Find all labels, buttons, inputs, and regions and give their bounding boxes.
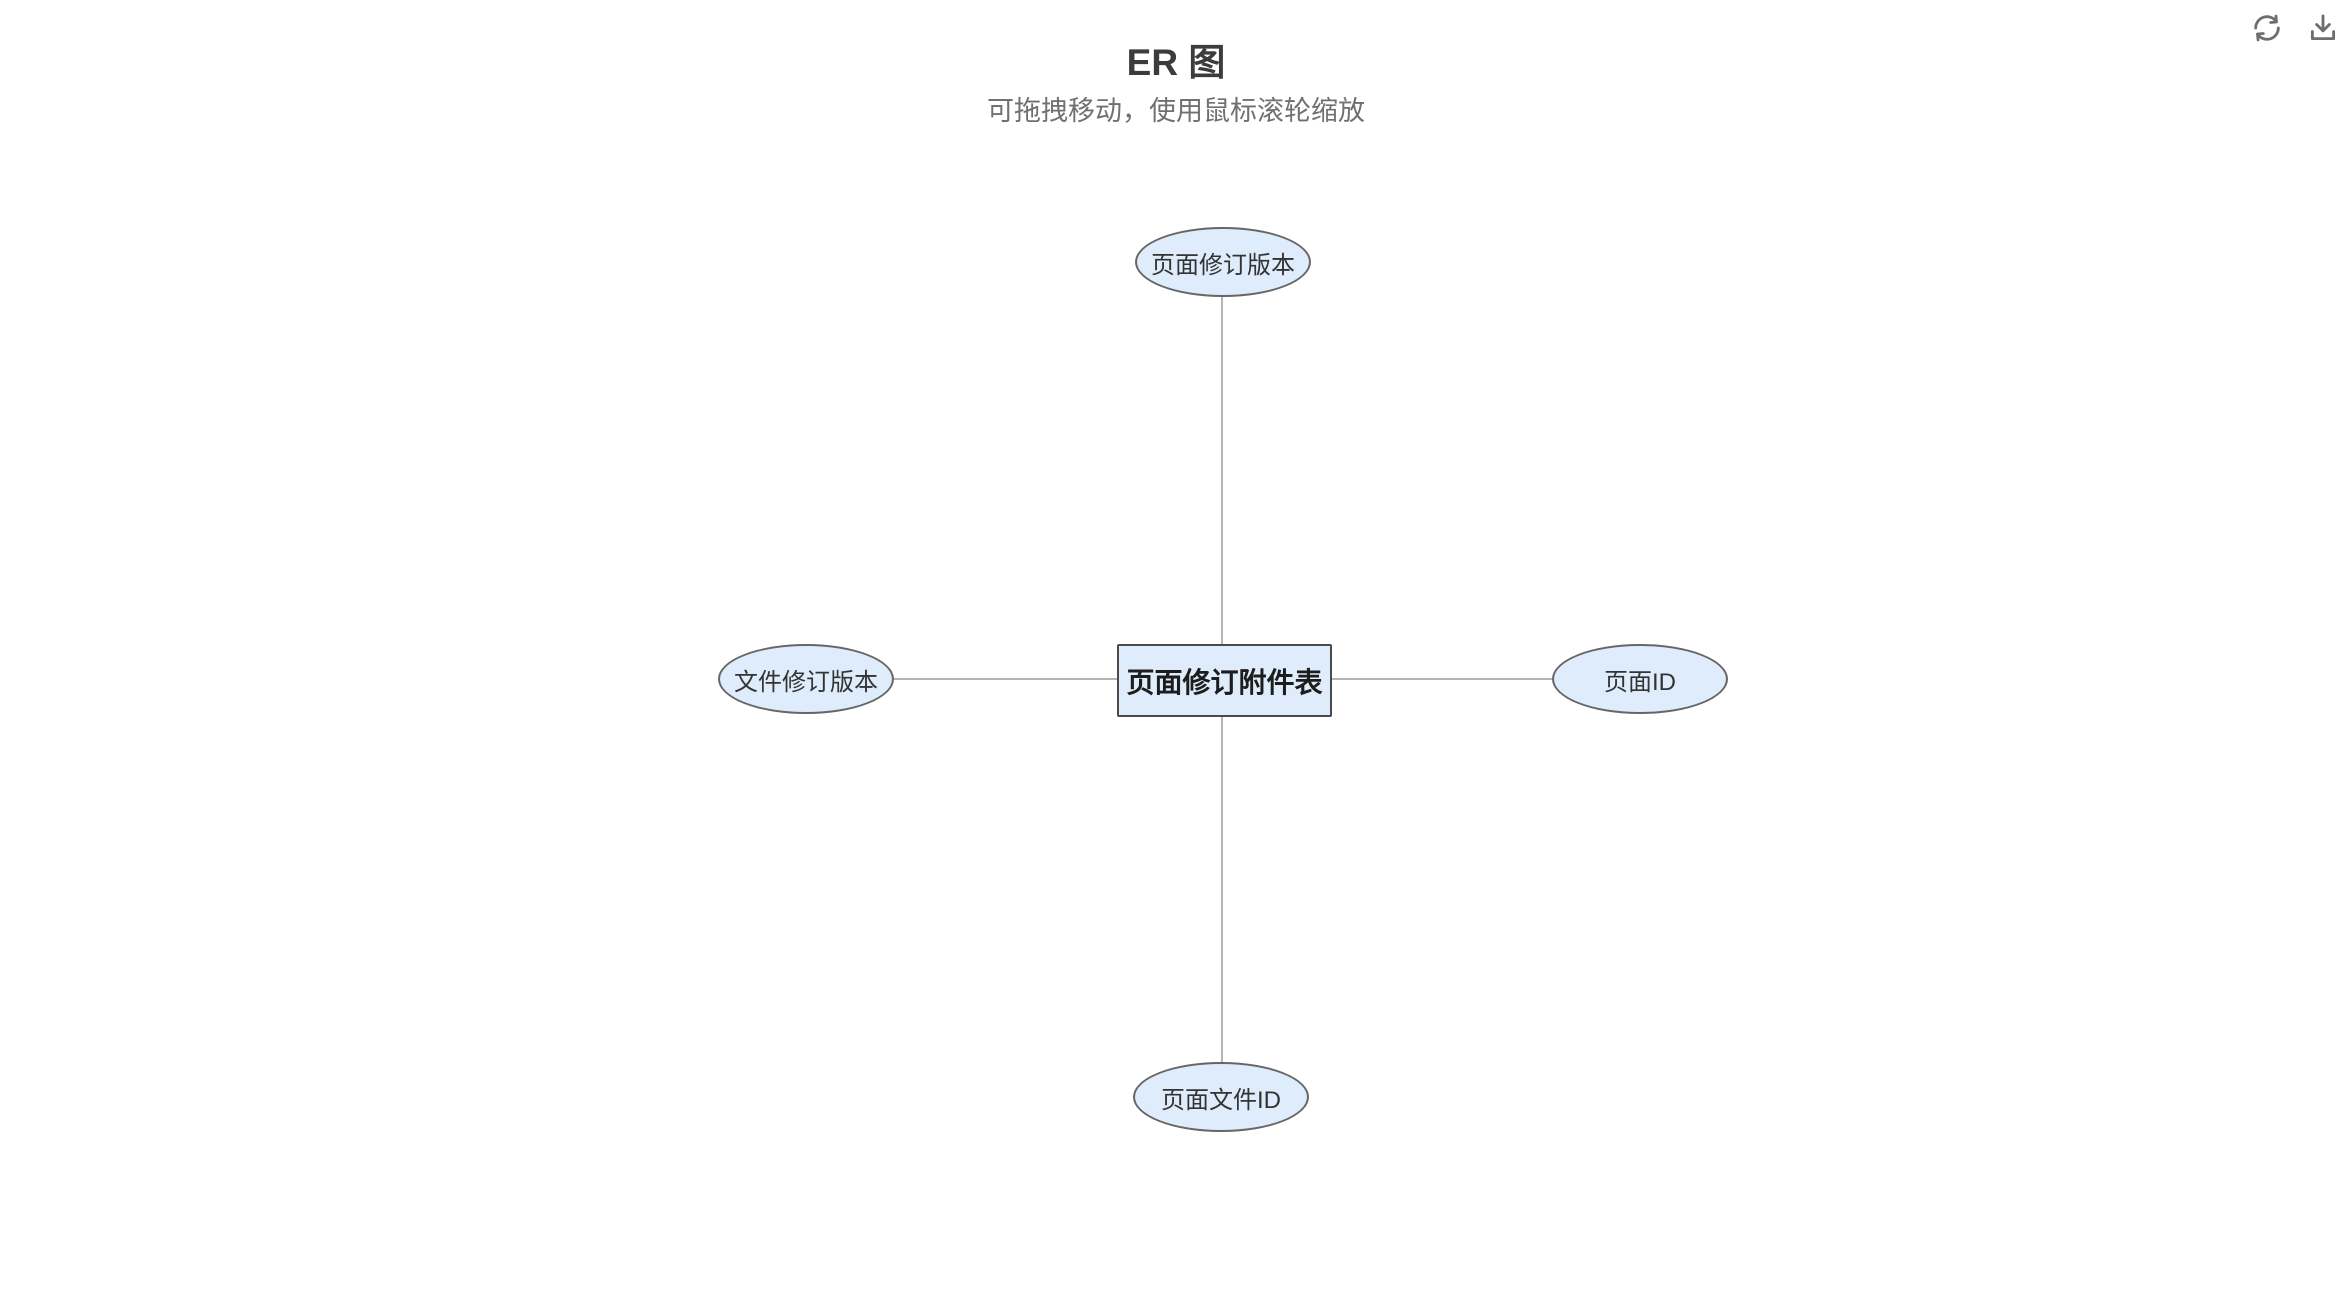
toolbar <box>2249 10 2341 46</box>
connector-line-bottom <box>1221 717 1223 1062</box>
attribute-node-top[interactable]: 页面修订版本 <box>1135 227 1311 297</box>
connector-line-top <box>1221 297 1223 644</box>
connector-line-right <box>1332 678 1552 680</box>
attribute-node-right[interactable]: 页面ID <box>1552 644 1728 714</box>
refresh-button[interactable] <box>2249 10 2285 46</box>
entity-label: 页面修订附件表 <box>1126 666 1323 698</box>
entity-node[interactable]: 页面修订附件表 <box>1117 644 1332 717</box>
attribute-label: 页面ID <box>1604 668 1676 696</box>
attribute-node-bottom[interactable]: 页面文件ID <box>1133 1062 1309 1132</box>
download-icon <box>2310 14 2336 41</box>
download-button[interactable] <box>2305 10 2341 46</box>
attribute-label: 页面文件ID <box>1161 1086 1281 1114</box>
refresh-icon <box>2254 14 2280 42</box>
connector-line-left <box>894 678 1117 680</box>
attribute-node-left[interactable]: 文件修订版本 <box>718 644 894 714</box>
attribute-label: 文件修订版本 <box>734 668 878 696</box>
attribute-label: 页面修订版本 <box>1151 251 1295 279</box>
